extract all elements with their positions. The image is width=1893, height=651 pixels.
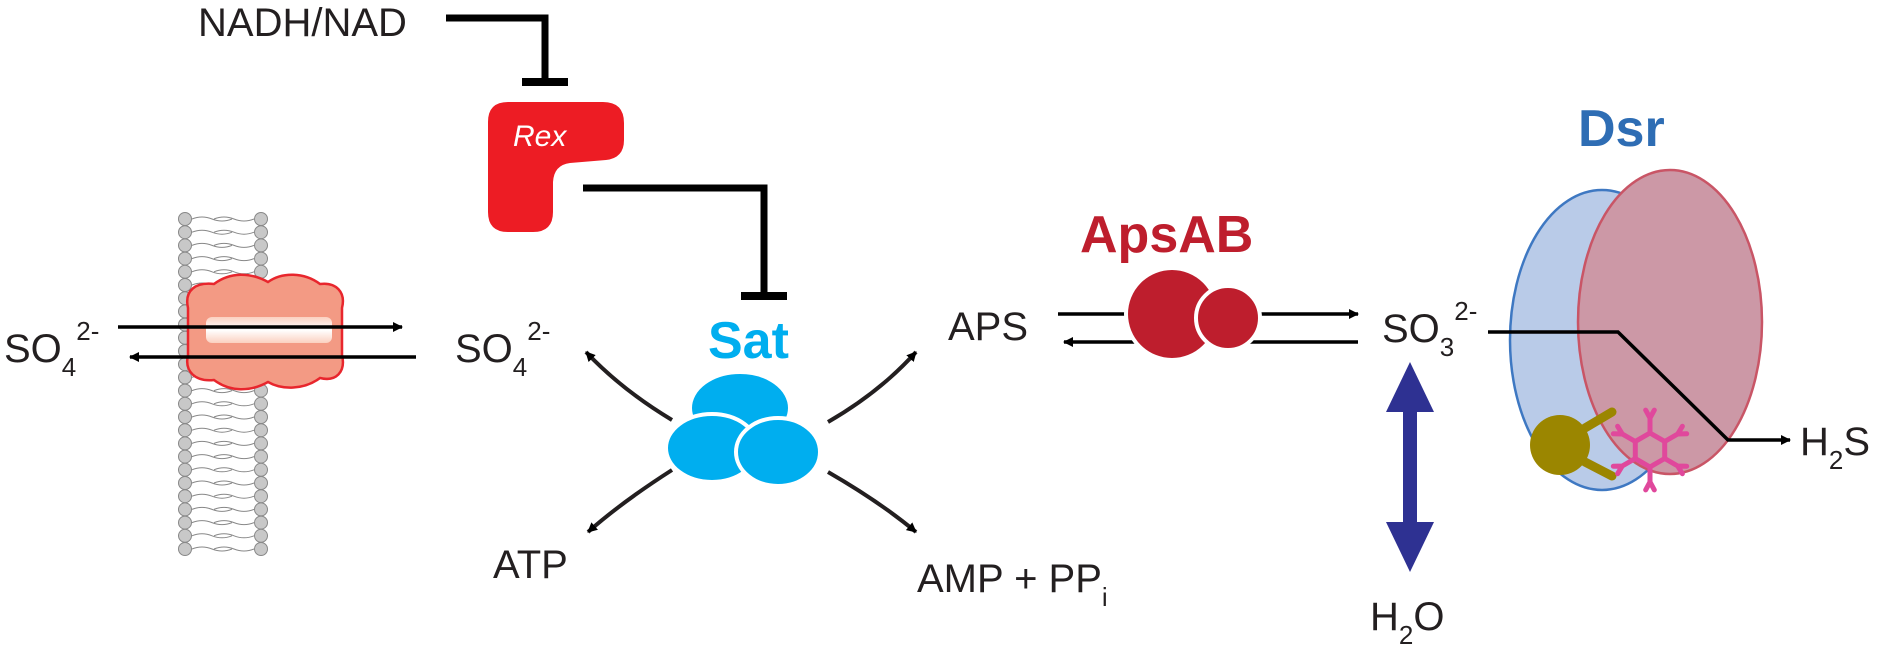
- sat-to-aps-arrow: [827, 350, 918, 424]
- amp-ppi-arrow: [827, 470, 918, 534]
- lipid-tail: [191, 229, 255, 235]
- sat-to-sulfate-arrow: [584, 350, 674, 422]
- water-exchange-arrow: [1386, 362, 1434, 572]
- iron-sulfur-branch: [1610, 423, 1638, 444]
- lipid-head: [178, 423, 192, 438]
- lipid-head: [178, 396, 192, 411]
- lipid-tail: [191, 269, 255, 275]
- apsab-label: ApsAB: [1080, 206, 1253, 264]
- lipid-tail: [191, 506, 255, 512]
- sat-label: Sat: [708, 312, 789, 370]
- lipid-head: [178, 264, 192, 279]
- lipid-head: [254, 476, 268, 490]
- lipid-head: [254, 410, 268, 424]
- lipid-head: [178, 462, 192, 477]
- lipid-head: [178, 476, 192, 490]
- lipid-tail: [191, 546, 255, 552]
- amp-ppi-label: AMP + PPi: [917, 557, 1108, 612]
- apsab-enzyme: [1124, 266, 1262, 362]
- lipid-tail: [191, 493, 255, 499]
- dsr-subunit-b: [1576, 168, 1764, 476]
- sulfate-outside-label: SO42-: [4, 316, 99, 382]
- lipid-tail: [191, 520, 255, 526]
- iron-sulfur-branch: [1610, 456, 1638, 477]
- lipid-head: [254, 515, 268, 530]
- lipid-tail: [191, 440, 255, 446]
- siroheme-cofactor: [1530, 407, 1617, 481]
- iron-sulfur-cluster: [1610, 407, 1690, 493]
- sulfate-transporter: [185, 273, 345, 391]
- lipid-tail: [191, 454, 255, 460]
- sulfide-label: H2S: [1800, 420, 1870, 475]
- lipid-head: [178, 436, 192, 451]
- transporter-channel: [206, 317, 332, 343]
- rex-protein: [488, 102, 624, 232]
- iron-sulfur-branch: [1662, 423, 1690, 444]
- sulfite-label: SO32-: [1382, 296, 1477, 362]
- lipid-head: [254, 251, 268, 266]
- lipid-head: [178, 278, 192, 292]
- lipid-head: [254, 212, 268, 226]
- lipid-head: [178, 251, 192, 266]
- atp-label: ATP: [493, 543, 568, 587]
- lipid-head: [178, 225, 192, 240]
- lipid-head: [254, 489, 268, 504]
- lipid-tail: [191, 427, 255, 433]
- lipid-tail: [191, 216, 255, 222]
- lipid-head: [254, 238, 268, 253]
- aps-label: APS: [948, 305, 1028, 349]
- lipid-head: [254, 502, 268, 517]
- lipid-head: [254, 396, 268, 411]
- lipid-tail: [191, 256, 255, 262]
- lipid-head: [178, 515, 192, 530]
- lipid-head: [178, 212, 192, 226]
- nadh-nad-label: NADH/NAD: [198, 1, 407, 45]
- iron-sulfur-branch: [1662, 456, 1690, 477]
- lipid-head: [178, 238, 192, 253]
- nadh-inhibition-line: [446, 14, 549, 80]
- lipid-tail: [191, 242, 255, 248]
- lipid-head: [254, 528, 268, 543]
- lipid-head: [254, 462, 268, 477]
- lipid-head: [178, 489, 192, 504]
- rex-label: Rex: [513, 120, 567, 153]
- rex-inhibition-line: [583, 184, 768, 293]
- lipid-head: [178, 502, 192, 517]
- lipid-tail: [191, 533, 255, 539]
- atp-arrow: [586, 468, 674, 534]
- lipid-head: [178, 528, 192, 543]
- lipid-tail: [191, 388, 255, 394]
- lipid-head: [178, 542, 192, 556]
- sulfide-path: [1488, 330, 1791, 445]
- sulfate-inside-label: SO42-: [455, 316, 550, 382]
- lipid-head: [254, 225, 268, 240]
- lipid-tail: [191, 401, 255, 407]
- lipid-head: [254, 423, 268, 438]
- water-label: H2O: [1370, 595, 1444, 650]
- dsr-label: Dsr: [1578, 100, 1665, 158]
- lipid-head: [254, 449, 268, 464]
- sat-enzyme: [664, 370, 822, 488]
- lipid-head: [178, 449, 192, 464]
- lipid-head: [254, 436, 268, 451]
- lipid-head: [254, 542, 268, 556]
- iron-sulfur-branch: [1643, 407, 1657, 436]
- lipid-tail: [191, 480, 255, 486]
- lipid-head: [178, 383, 192, 398]
- lipid-head: [178, 410, 192, 424]
- lipid-tail: [191, 414, 255, 420]
- lipid-tail: [191, 467, 255, 473]
- iron-sulfur-branch: [1643, 464, 1657, 493]
